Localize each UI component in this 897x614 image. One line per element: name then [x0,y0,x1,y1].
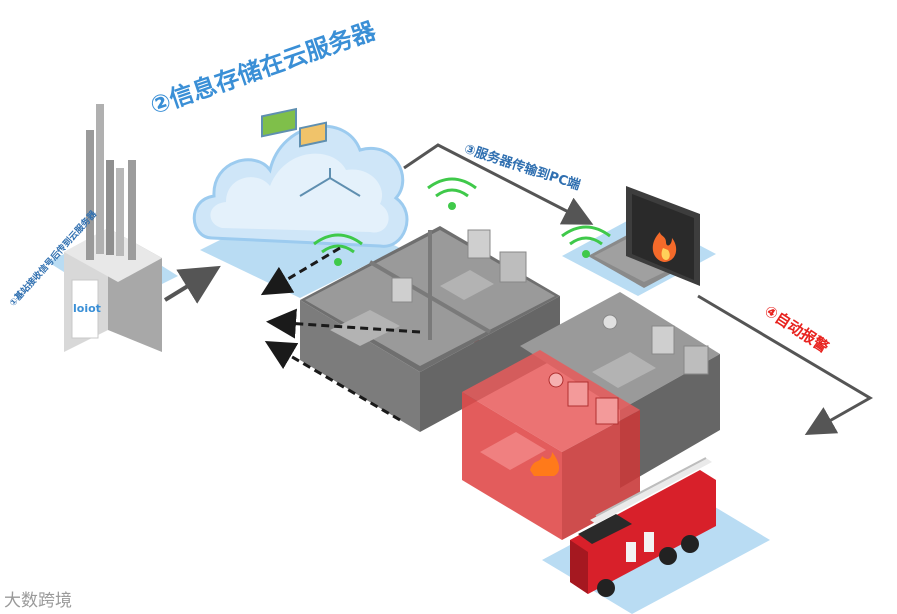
gateway-device: loiot [48,104,178,352]
wifi-icon [427,177,477,210]
cloud-server [192,107,409,298]
wifi-icon [561,225,611,258]
fire-icon [652,232,677,262]
cloud-to-pc-line [403,143,594,225]
fire-icon [530,452,560,476]
gateway-to-cloud-arrow [163,265,221,304]
watermark: 大数跨境 [4,591,72,611]
wifi-icon [313,233,363,266]
gateway-logo: loiot [73,302,101,315]
apartment-grey-right [520,292,720,488]
fire-truck [542,457,770,614]
signal-arrows [260,246,421,422]
apartment-grey-back [300,226,560,432]
laptop-pc [562,186,716,296]
pc-to-alarm-arrow [697,294,873,435]
